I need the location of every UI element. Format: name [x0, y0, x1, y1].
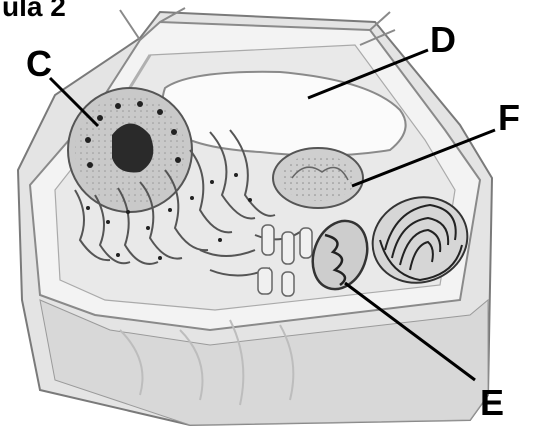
label-d: D	[430, 19, 456, 60]
label-f: F	[498, 97, 520, 138]
label-c: C	[26, 43, 52, 84]
nucleus	[68, 88, 192, 212]
chloroplast-f	[273, 148, 363, 208]
label-e: E	[480, 382, 504, 423]
title-fragment: ula 2	[2, 0, 66, 22]
